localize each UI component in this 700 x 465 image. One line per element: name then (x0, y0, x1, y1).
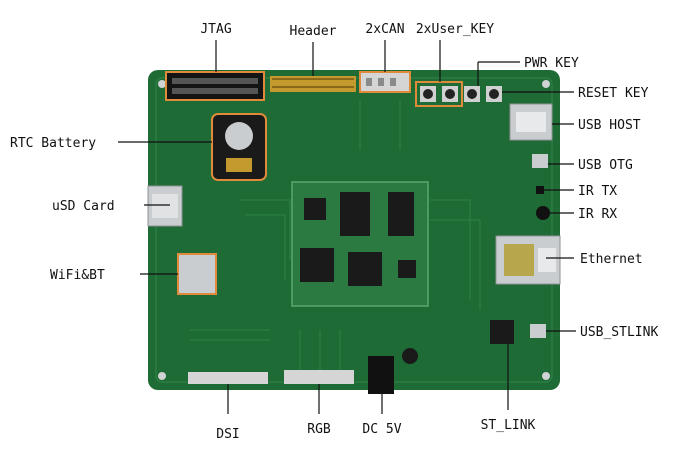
wifi-bt-module (177, 253, 217, 295)
cpu-chip (340, 192, 370, 236)
mounting-hole (542, 372, 550, 380)
usb-stlink-port (530, 324, 546, 338)
label-pwr-key: PWR KEY (524, 56, 579, 71)
mounting-hole (158, 372, 166, 380)
label-reset-key: RESET KEY (578, 86, 649, 101)
rgb-connector (284, 370, 354, 384)
label-usb-otg: USB OTG (578, 158, 633, 173)
label-ethernet: Ethernet (580, 252, 643, 267)
ir-tx (536, 186, 544, 194)
dc-5v-jack (368, 356, 394, 394)
label-can: 2xCAN (365, 22, 404, 37)
label-usb-host: USB HOST (578, 118, 641, 133)
label-st-link: ST_LINK (481, 418, 536, 433)
mounting-hole (158, 80, 166, 88)
dsi-connector (188, 372, 268, 384)
label-user-key: 2xUser_KEY (416, 22, 494, 37)
user-keys (415, 81, 463, 107)
jtag-connector (165, 71, 265, 101)
usb-otg-port (532, 154, 548, 168)
label-rgb: RGB (307, 422, 331, 437)
ir-rx (536, 206, 550, 220)
label-dsi: DSI (216, 427, 239, 442)
mounting-hole (542, 80, 550, 88)
stlink-chip (490, 320, 514, 344)
label-jtag: JTAG (200, 22, 231, 37)
label-ir-rx: IR RX (578, 207, 617, 222)
memory-chip (388, 192, 414, 236)
label-usd-card: uSD Card (52, 199, 115, 214)
label-header: Header (290, 24, 337, 39)
label-wifi-bt: WiFi&BT (50, 268, 105, 283)
label-rtc-battery: RTC Battery (10, 136, 96, 151)
label-usb-stlink: USB_STLINK (580, 325, 658, 340)
label-ir-tx: IR TX (578, 184, 617, 199)
label-dc-5v: DC 5V (362, 422, 401, 437)
